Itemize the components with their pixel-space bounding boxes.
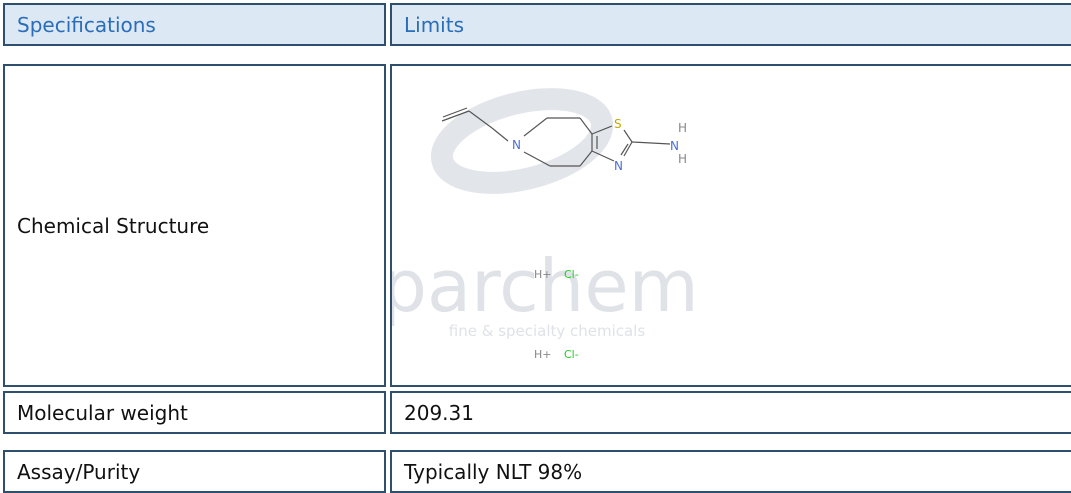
atom-h1: H bbox=[678, 121, 687, 135]
salt-h-plus-1: H+ bbox=[534, 268, 552, 281]
spec-table: Specifications Limits Chemical Structure… bbox=[3, 3, 1071, 493]
atom-n-amine: N bbox=[670, 139, 679, 153]
header-specifications-label: Specifications bbox=[17, 12, 156, 37]
atom-s: S bbox=[614, 117, 622, 131]
salt-ions: H+ Cl- H+ Cl- bbox=[534, 268, 579, 361]
row-chemical-structure-label: Chemical Structure bbox=[3, 64, 386, 387]
molecular-weight-value: 209.31 bbox=[404, 400, 474, 425]
chemical-structure-cell: parchem fine & specialty chemicals bbox=[390, 64, 1071, 387]
chemical-structure-label: Chemical Structure bbox=[17, 213, 210, 238]
row-molecular-weight-label: Molecular weight bbox=[3, 391, 386, 434]
molecular-weight-label: Molecular weight bbox=[17, 400, 188, 425]
salt-cl-minus-2: Cl- bbox=[564, 348, 579, 361]
watermark-brand: parchem bbox=[392, 244, 699, 328]
atom-h2: H bbox=[678, 152, 687, 166]
header-limits: Limits bbox=[390, 3, 1071, 46]
assay-purity-label: Assay/Purity bbox=[17, 459, 141, 484]
header-limits-label: Limits bbox=[404, 12, 464, 37]
salt-cl-minus-1: Cl- bbox=[564, 268, 579, 281]
row-molecular-weight-value: 209.31 bbox=[390, 391, 1071, 434]
watermark-logo-ring bbox=[430, 88, 614, 194]
assay-purity-value: Typically NLT 98% bbox=[404, 459, 583, 484]
parchem-watermark: parchem fine & specialty chemicals bbox=[392, 88, 699, 340]
salt-h-plus-2: H+ bbox=[534, 348, 552, 361]
header-specifications: Specifications bbox=[3, 3, 386, 46]
chemical-structure-image: parchem fine & specialty chemicals bbox=[392, 88, 699, 361]
row-assay-purity-label: Assay/Purity bbox=[3, 450, 386, 493]
watermark-tagline: fine & specialty chemicals bbox=[449, 322, 646, 340]
molecule-bonds bbox=[441, 107, 671, 167]
atom-n-ring: N bbox=[512, 138, 521, 152]
row-assay-purity-value: Typically NLT 98% bbox=[390, 450, 1071, 493]
atom-n-thiazole: N bbox=[614, 159, 623, 173]
molecule-atoms: N S N N H H bbox=[512, 117, 687, 173]
